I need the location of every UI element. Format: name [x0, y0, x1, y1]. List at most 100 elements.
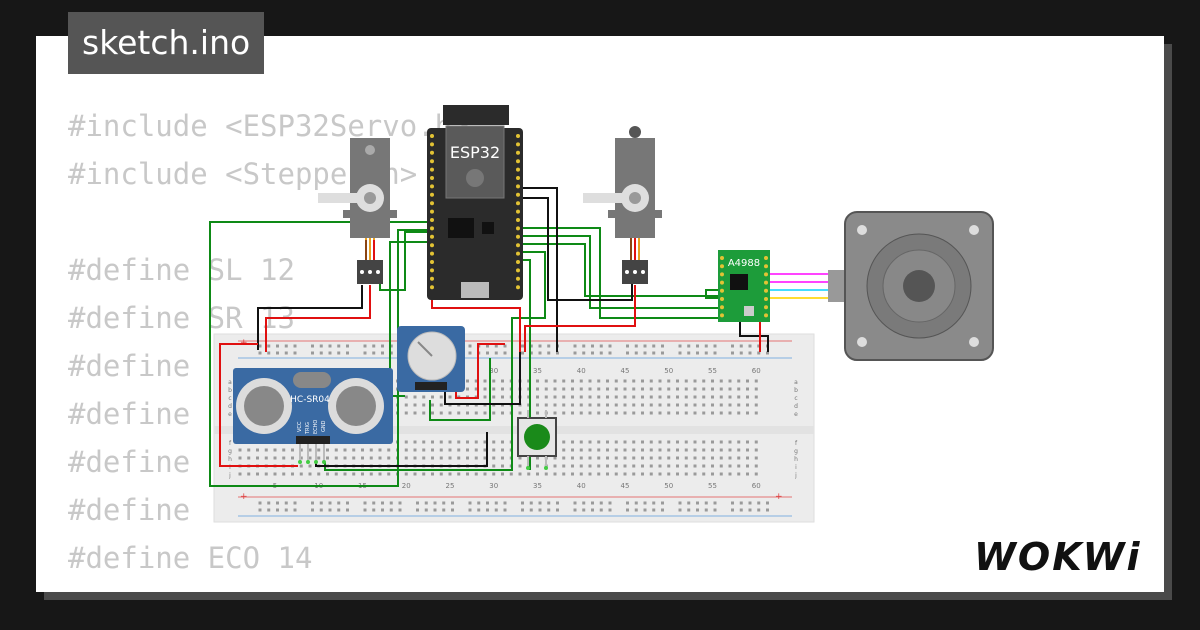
breadboard-hole — [693, 403, 697, 407]
driver-pin — [720, 305, 724, 310]
breadboard-hole — [326, 456, 329, 460]
breadboard-hole — [422, 440, 426, 444]
breadboard-hole — [684, 403, 688, 407]
breadboard-hole — [299, 464, 303, 468]
esp32-pin — [516, 192, 520, 197]
breadboard-hole — [381, 501, 384, 505]
breadboard-column-number: 45 — [621, 482, 630, 490]
breadboard-hole — [579, 440, 583, 444]
breadboard-hole — [501, 472, 504, 476]
esp32-pin — [516, 167, 520, 172]
breadboard-hole — [361, 448, 364, 452]
breadboard-hole — [439, 448, 443, 452]
breadboard-hole — [529, 501, 533, 505]
breadboard-hole — [431, 403, 434, 407]
breadboard-hole — [276, 344, 279, 348]
breadboard-hole — [529, 351, 533, 355]
breadboard-hole — [536, 411, 539, 415]
breadboard-hole — [693, 411, 697, 415]
file-tab[interactable]: sketch.ino — [68, 12, 265, 74]
breadboard-hole — [363, 508, 367, 512]
breadboard-hole — [711, 448, 714, 452]
driver-label: A4988 — [728, 258, 760, 269]
breadboard-hole — [319, 344, 323, 348]
wire-red — [524, 285, 636, 352]
breadboard-hole — [658, 472, 662, 476]
breadboard-hole — [582, 344, 586, 348]
breadboard-hole — [492, 411, 496, 415]
breadboard-hole — [509, 472, 513, 476]
breadboard-hole — [492, 387, 496, 391]
breadboard-hole — [754, 464, 758, 468]
breadboard-hole — [413, 472, 417, 476]
breadboard-hole — [466, 440, 469, 444]
breadboard-hole — [433, 508, 437, 512]
breadboard-hole — [649, 403, 653, 407]
esp32-pin — [516, 201, 520, 206]
breadboard-hole — [626, 344, 629, 348]
breadboard-row-letter: h — [228, 456, 232, 463]
breadboard-hole — [562, 456, 566, 460]
breadboard-hole — [363, 344, 367, 348]
breadboard-hole — [562, 448, 566, 452]
breadboard-hole — [556, 351, 559, 355]
breadboard-hole — [599, 508, 603, 512]
driver-pin — [720, 264, 724, 269]
breadboard-hole — [308, 464, 312, 468]
breadboard-hole — [719, 472, 723, 476]
breadboard-hole — [439, 440, 443, 444]
breadboard-hole — [328, 508, 332, 512]
breadboard-hole — [424, 508, 428, 512]
breadboard-hole — [483, 448, 487, 452]
breadboard-hole — [518, 472, 522, 476]
breadboard-hole — [556, 508, 559, 512]
breadboard-hole — [658, 403, 662, 407]
breadboard-hole — [597, 379, 601, 383]
breadboard-hole — [529, 508, 533, 512]
breadboard-hole — [597, 440, 601, 444]
esp32-pin — [430, 243, 434, 248]
driver-pin — [764, 256, 768, 260]
breadboard-hole — [337, 344, 341, 348]
breadboard-hole — [521, 508, 524, 512]
breadboard-hole — [387, 456, 391, 460]
breadboard-hole — [711, 464, 714, 468]
breadboard-hole — [713, 344, 717, 348]
breadboard-hole — [678, 351, 682, 355]
breadboard-hole — [728, 395, 732, 399]
breadboard-hole — [634, 508, 638, 512]
breadboard-hole — [728, 387, 732, 391]
esp32-board: ESP32 — [427, 105, 523, 300]
esp32-pin — [516, 184, 520, 189]
breadboard-hole — [372, 501, 376, 505]
breadboard-column-number: 45 — [621, 367, 630, 375]
breadboard-hole — [676, 464, 679, 468]
breadboard-hole — [378, 448, 382, 452]
esp32-pin — [430, 285, 434, 290]
breadboard-hole — [711, 403, 714, 407]
code-line: #define — [68, 397, 191, 431]
breadboard-hole — [649, 379, 653, 383]
breadboard-hole — [538, 501, 542, 505]
breadboard-hole — [713, 508, 717, 512]
breadboard-hole — [326, 448, 329, 452]
breadboard-hole — [553, 395, 557, 399]
breadboard-row-letter: d — [794, 403, 798, 410]
breadboard-hole — [661, 501, 664, 505]
breadboard-hole — [547, 501, 551, 505]
breadboard-hole — [264, 472, 268, 476]
breadboard-hole — [713, 501, 717, 505]
breadboard-hole — [746, 379, 749, 383]
breadboard-hole — [757, 351, 761, 355]
breadboard-hole — [667, 464, 671, 468]
breadboard-hole — [608, 508, 612, 512]
breadboard-hole — [387, 472, 391, 476]
breadboard-hole — [486, 344, 489, 348]
breadboard-hole — [536, 472, 539, 476]
esp32-pin — [516, 260, 520, 264]
code-line: #define SL 12 — [68, 253, 295, 287]
breadboard-hole — [746, 472, 749, 476]
breadboard-hole — [258, 501, 262, 505]
breadboard-hole — [573, 344, 577, 348]
breadboard-hole — [728, 456, 732, 460]
